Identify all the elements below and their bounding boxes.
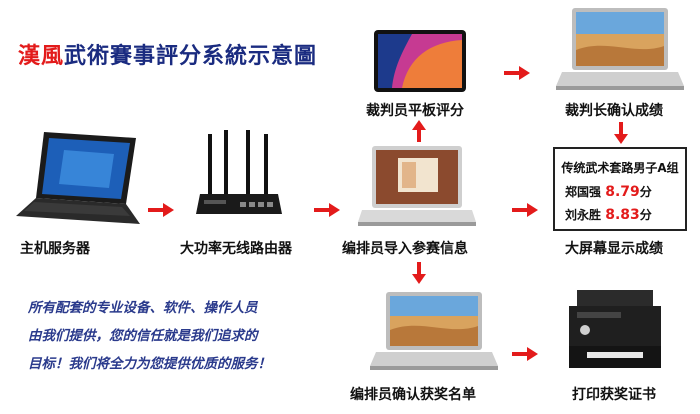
router-icon bbox=[196, 130, 282, 214]
service-note-line: 目标！我们将全力为您提供优质的服务！ bbox=[28, 356, 271, 372]
service-note-line: 所有配套的专业设备、软件、操作人员 bbox=[28, 300, 258, 316]
arrow-down-icon bbox=[614, 122, 628, 144]
title-brand: 漢風 bbox=[18, 44, 65, 69]
big-screen-display: 传统武术套路男子A组 郑国强 8.79分 刘永胜 8.83分 bbox=[553, 147, 687, 231]
label-print-cert: 打印获奖证书 bbox=[572, 387, 656, 403]
competitor-score: 8.83 bbox=[605, 207, 640, 223]
arrow-right-icon bbox=[148, 203, 174, 217]
printer-icon bbox=[569, 290, 661, 368]
diagram-title: 漢風武術賽事評分系統示意圖 bbox=[18, 38, 317, 70]
chief-laptop-icon bbox=[556, 8, 684, 90]
label-host-server: 主机服务器 bbox=[20, 241, 90, 257]
screen-heading: 传统武术套路男子A组 bbox=[561, 161, 679, 175]
confirm-laptop-icon bbox=[370, 292, 498, 370]
host-laptop-icon bbox=[16, 132, 140, 224]
arrow-down-icon bbox=[412, 262, 426, 284]
score-unit: 分 bbox=[639, 185, 652, 199]
label-arranger-confirm: 编排员确认获奖名单 bbox=[350, 387, 476, 403]
arranger-laptop-icon bbox=[358, 146, 476, 226]
tablet-icon bbox=[374, 30, 466, 92]
label-router: 大功率无线路由器 bbox=[180, 241, 292, 257]
screen-row: 刘永胜 8.83分 bbox=[565, 206, 652, 223]
label-big-screen: 大屏幕显示成绩 bbox=[565, 241, 663, 257]
arrow-right-icon bbox=[512, 203, 538, 217]
arrow-right-icon bbox=[512, 347, 538, 361]
title-text: 武術賽事評分系統示意圖 bbox=[64, 44, 318, 69]
competitor-name: 刘永胜 bbox=[565, 208, 602, 222]
competitor-name: 郑国强 bbox=[565, 185, 602, 199]
label-judge-score: 裁判员平板评分 bbox=[366, 103, 464, 119]
arrow-right-icon bbox=[504, 66, 530, 80]
score-unit: 分 bbox=[639, 208, 652, 222]
label-arranger-import: 编排员导入参赛信息 bbox=[342, 241, 468, 257]
service-note-line: 由我们提供，您的信任就是我们追求的 bbox=[28, 328, 258, 344]
arrow-right-icon bbox=[314, 203, 340, 217]
competitor-score: 8.79 bbox=[605, 184, 640, 200]
arrow-up-icon bbox=[412, 120, 426, 142]
label-chief-confirm: 裁判长确认成绩 bbox=[565, 103, 663, 119]
screen-row: 郑国强 8.79分 bbox=[565, 183, 652, 200]
